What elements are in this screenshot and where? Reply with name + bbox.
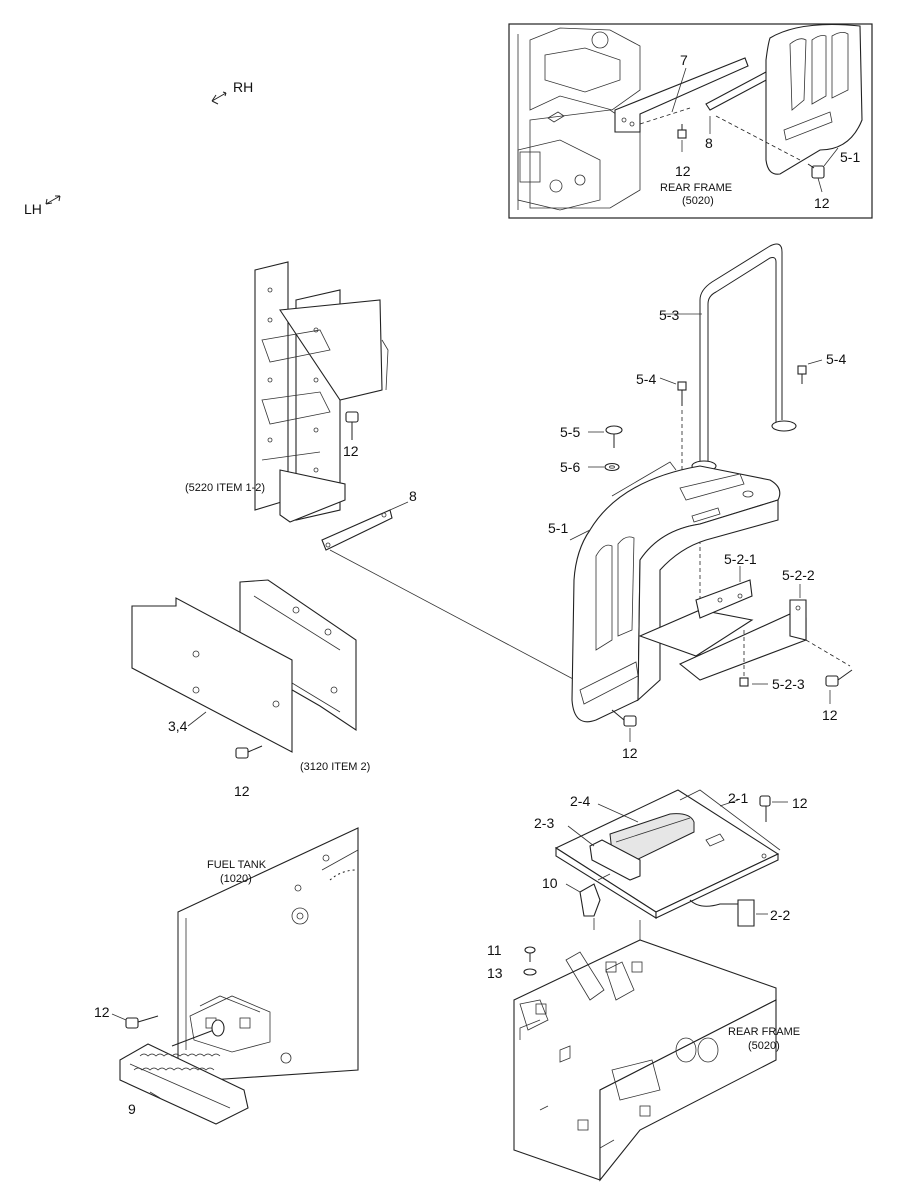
callout-bolt-12-right: 12 [822,707,838,723]
handrail-5-3: 5-3 [659,243,797,472]
callout-bolt-5-4-right: 5-4 [826,351,846,367]
washer-5-6: 5-6 [560,459,620,475]
bolt-5-4-right: 5-4 [797,351,846,384]
screw-5-5: 5-5 [560,424,623,448]
callout-handrail-5-3: 5-3 [659,307,679,323]
clip-10: 10 [542,873,611,917]
fuel-tank-code: (1020) [220,873,252,885]
lh-label: LH [24,201,42,217]
bolt-5-4-left: 5-4 [636,371,687,406]
nut-13: 13 [487,965,537,981]
cover-reference: (3120 ITEM 2) [300,761,370,773]
callout-nut-13: 13 [487,965,503,981]
plate-2-1: 2-1 [554,789,781,919]
callout-bracket-8: 8 [409,488,417,504]
inset-callout-8: 8 [705,135,713,151]
bolt-12-fender: 12 [611,709,638,761]
bracket-8: 8 [321,488,417,551]
callout-screw-5-5: 5-5 [560,424,580,440]
callout-ladder-bolt-12: 12 [343,443,359,459]
inset-bolt-left [677,124,687,139]
ladder-assembly: 12 (5220 ITEM 1-2) [185,261,389,523]
rh-label: RH [233,79,253,95]
callout-pad-2-3: 2-3 [534,815,554,831]
detail-inset: 7 12 8 5-1 12 REAR FRAME (5020) [508,23,873,219]
fender-5-1: 5-1 [548,465,781,723]
pad-2-4: 2-4 [570,793,695,863]
callout-bolt-5-2-3: 5-2-3 [772,676,805,692]
callout-bolt-5-4-left: 5-4 [636,371,656,387]
rear-frame-label: REAR FRAME [728,1026,800,1038]
callout-plate-3-4: 3,4 [168,718,188,734]
rear-frame: REAR FRAME (5020) [513,939,800,1182]
callout-plate-bolt-12: 12 [234,783,250,799]
callout-harness-2-2: 2-2 [770,907,790,923]
callout-bracket-5-2-1: 5-2-1 [724,551,757,567]
fuel-tank-label: FUEL TANK [207,859,267,871]
bolt-12-step: 12 [94,1004,159,1029]
bracket-5-2-1: 5-2-1 [638,551,757,657]
callout-fender-5-1: 5-1 [548,520,568,536]
ladder-reference: (5220 ITEM 1-2) [185,482,265,494]
bracket-5-2-2: 5-2-2 [678,567,815,681]
callout-pad-2-4: 2-4 [570,793,590,809]
pad-2-3: 2-3 [534,815,641,881]
callout-bolt-12-plate21: 12 [792,795,808,811]
bolt-5-2-3: 5-2-3 [739,676,805,692]
plate-3-4: 3,4 12 (3120 ITEM 2) [131,579,370,799]
inset-rear-frame-label: REAR FRAME [660,182,732,194]
inset-callout-5-1: 5-1 [840,149,860,165]
inset-callout-7: 7 [680,52,688,68]
callout-bolt-12-fender: 12 [622,745,638,761]
callout-step-9: 9 [128,1101,136,1117]
lh-direction-arrow: LH [24,195,61,217]
inset-callout-12-right: 12 [814,195,830,211]
callout-screw-11: 11 [487,942,502,958]
step-9: 9 [119,1019,249,1125]
callout-clip-10: 10 [542,875,558,891]
fuel-tank: FUEL TANK (1020) [177,827,359,1081]
bolt-12-plate21: 12 [759,795,808,822]
inset-rear-frame-code: (5020) [682,195,714,207]
bolt-12-right: 12 [822,669,853,723]
rear-frame-code: (5020) [748,1040,780,1052]
inset-callout-12-left: 12 [675,163,691,179]
callout-bolt-12-step: 12 [94,1004,110,1020]
callout-bracket-5-2-2: 5-2-2 [782,567,815,583]
harness-2-2: 2-2 [689,899,790,927]
rh-direction-arrow: RH [211,79,253,105]
callout-plate-2-1: 2-1 [728,790,748,806]
screw-11: 11 [487,942,536,962]
callout-washer-5-6: 5-6 [560,459,580,475]
